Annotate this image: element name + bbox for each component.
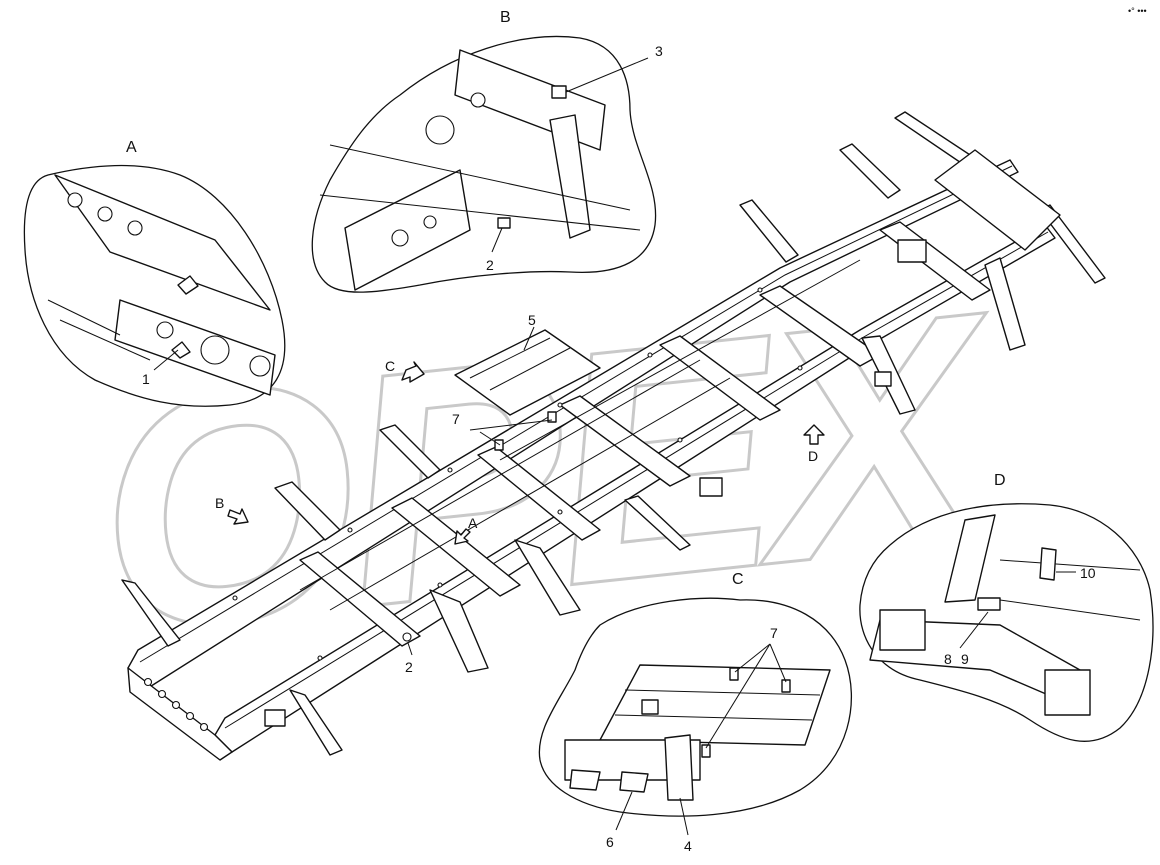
side-arm-right: [624, 495, 691, 551]
detail-view-c: C 7 6 4: [538, 571, 852, 854]
crossmember-2: [391, 497, 521, 597]
side-outrigger-2: [514, 539, 581, 616]
view-b-bracket: [549, 114, 591, 239]
side-outrigger-1: [379, 424, 441, 479]
detail-view-a: A 1: [23, 139, 286, 407]
left-side-rail: [127, 159, 1019, 689]
view-c-callout-6: 6: [606, 834, 614, 850]
detail-view-d: D 10 8 9: [859, 472, 1154, 742]
crossmember-4: [559, 395, 691, 487]
view-c-title: C: [732, 571, 744, 588]
bracket-7b: [547, 411, 557, 423]
view-a-part-1: [171, 341, 191, 359]
side-arm-left: [121, 579, 181, 647]
view-d-mount-right: [1044, 669, 1091, 716]
view-d-plate: [977, 597, 1001, 611]
callout-5: 5: [528, 312, 536, 328]
view-arrow-b-label: B: [215, 495, 224, 511]
view-arrow-c-label: C: [385, 358, 395, 374]
detail-view-b: B 3 2: [311, 9, 663, 293]
view-d-title: D: [994, 472, 1006, 489]
main-callout-2: 2: [405, 642, 413, 675]
side-outrigger-3: [739, 199, 799, 263]
side-arm-front: [289, 689, 343, 756]
view-a-web: [114, 299, 276, 396]
view-c-bracket-7c: [701, 744, 711, 758]
view-c-bracket-7a: [729, 667, 739, 681]
view-b-title: B: [500, 9, 511, 26]
main-callout-7: 7: [452, 411, 553, 446]
front-bracket-right: [429, 589, 489, 673]
rear-plate: [897, 239, 927, 263]
bracket-7a: [494, 439, 504, 451]
callout-7: 7: [452, 411, 460, 427]
view-b-callout-2: 2: [486, 257, 494, 273]
crossmember-5: [659, 335, 781, 421]
view-d-callout-10: 10: [1080, 565, 1096, 581]
view-c-part-4: [664, 734, 694, 801]
view-arrow-d: D: [803, 424, 825, 464]
view-d-mount-left: [879, 609, 926, 651]
rear-end-frame: [934, 149, 1061, 251]
bolt-2: [402, 632, 412, 642]
view-d-callout-8: 8: [944, 651, 952, 667]
view-arrow-a-label: A: [468, 515, 478, 531]
view-b-rail: [344, 169, 471, 291]
view-c-callout-4: 4: [684, 838, 692, 854]
view-a-title: A: [126, 139, 137, 156]
engine-mount: [699, 477, 723, 497]
view-c-pad-1: [569, 769, 601, 791]
callout-2-main: 2: [405, 659, 413, 675]
crossmember-1: [299, 551, 421, 647]
view-c-pad-6: [619, 771, 649, 793]
outrigger-rear-left: [839, 143, 901, 199]
bumper-holes: [143, 677, 209, 732]
view-arrow-c: C: [385, 358, 425, 383]
view-arrow-a: A: [454, 515, 478, 545]
front-bracket-left: [274, 481, 341, 541]
view-c-frame: [599, 664, 831, 746]
view-b-callout-3: 3: [655, 43, 663, 59]
view-a-bracket: [177, 275, 199, 295]
main-callout-5: 5: [523, 312, 536, 351]
view-arrow-b: B: [215, 495, 249, 525]
view-d-callout-9: 9: [961, 651, 969, 667]
view-c-mount: [641, 699, 659, 715]
outrigger-rear-right: [984, 257, 1026, 351]
main-chassis-frame: [121, 111, 1106, 761]
view-d-part-10: [1039, 547, 1057, 581]
view-b-part-3: [551, 85, 567, 99]
view-a-callout-1: 1: [142, 371, 150, 387]
rear-mount: [874, 371, 892, 387]
front-crossmember: [127, 667, 233, 761]
rail-holes: [232, 287, 803, 661]
view-b-part-2: [497, 217, 511, 229]
view-c-callout-7: 7: [770, 625, 778, 641]
corner-mark: •° •••: [1128, 6, 1147, 16]
view-arrow-d-label: D: [808, 448, 818, 464]
view-d-upright: [944, 514, 996, 603]
front-mount: [264, 709, 286, 727]
view-c-bracket-7b: [781, 679, 791, 693]
right-side-rail: [214, 224, 1056, 753]
